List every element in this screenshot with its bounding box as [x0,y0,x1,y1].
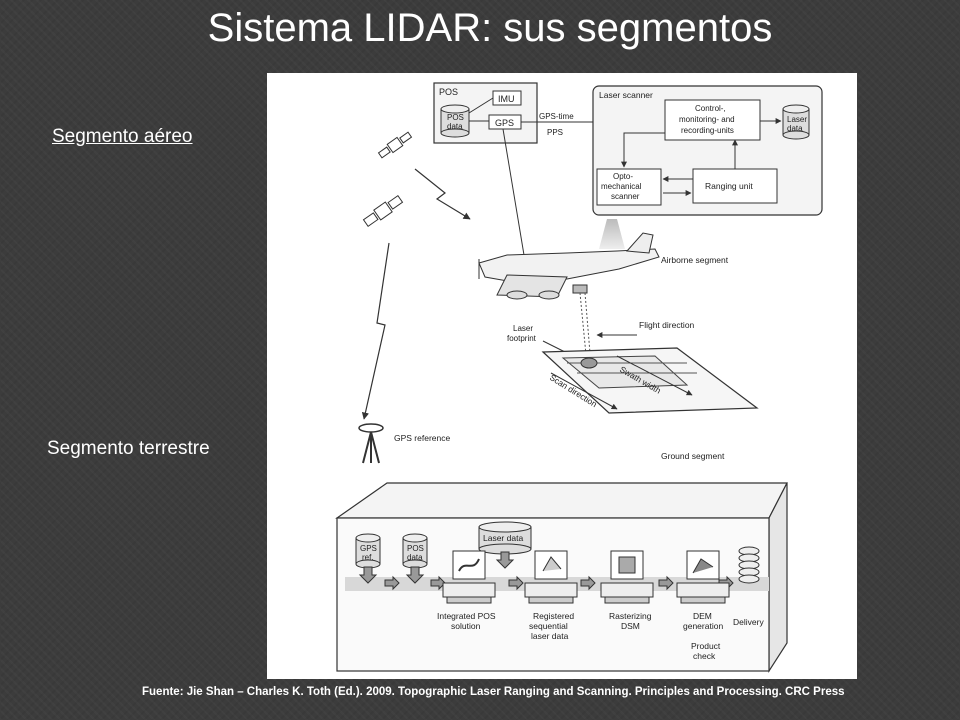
slide-title: Sistema LIDAR: sus segmentos [207,6,773,50]
ground-pos-data-cylinder [402,533,428,569]
workstation-icon [676,550,730,604]
ground-laser-data-label: Laser data [483,533,523,543]
ranging-unit-label: Ranging unit [705,181,753,191]
imu-label: IMU [498,94,515,104]
step-label-2-line-3: laser data [531,631,569,641]
ground-segment-label: Segmento terrestre [47,438,210,459]
pos-data-label-2: data [447,122,463,131]
swath-width-arrow [616,355,693,396]
workstation-icon [600,550,654,604]
delivery-label: Delivery [733,617,764,627]
opto-scanner-label-3: scanner [611,192,640,201]
flight-direction-label: Flight direction [639,320,695,330]
opto-scanner-label-1: Opto- [613,172,633,181]
pos-to-aircraft-link [502,128,526,262]
step-label-3-line-2: DSM [621,621,640,631]
workstation-icon [524,550,578,604]
gps-ref-label-2: ref. [362,553,374,562]
gps-ref-label-1: GPS [360,544,377,553]
control-units-label-3: recording-units [681,126,734,135]
step-label-2-line-1: Registered [533,611,574,621]
lidar-system-figure: POS IMU GPS POS data GPS-time PPS Laser … [267,73,857,679]
ground-laser-data-cylinder [478,521,532,555]
laser-footprint-label-1: Laser [513,324,533,333]
gps-reference-icon [358,423,384,464]
control-units-box [664,99,761,141]
laser-footprint-label-2: footprint [507,334,537,343]
step-label-1-line-2: solution [451,621,481,631]
lidar-diagram: POS IMU GPS POS data GPS-time PPS Laser … [335,82,823,674]
pos-data-label-1: POS [447,113,464,122]
gps-label: GPS [495,118,514,128]
step-label-3-line-1: Rasterizing [609,611,652,621]
step-label-1-line-1: Integrated POS [437,611,496,621]
satellite-icon [362,194,404,228]
laser-scanner-box: Laser scanner Control-, monitoring- and … [592,85,823,216]
ground-pos-data-label-2: data [407,553,423,562]
airborne-segment-label: Segmento aéreo [52,126,193,147]
delivery-disks-icon [738,546,760,584]
control-units-label-1: Control-, [695,104,726,113]
pos-data-cylinder [440,104,470,138]
gps-ref-cylinder [355,533,381,569]
ranging-unit-box [692,168,778,204]
step-label-4-line-2: generation [683,621,723,631]
satellite-signal-arrow [414,168,471,220]
aircraft-icon [478,232,660,300]
ground-swath [541,347,759,414]
scanner-beam [599,219,625,249]
product-check-label-1: Product [691,641,721,651]
gps-time-label-2: PPS [547,128,563,137]
satellite-icon [377,131,413,159]
airborne-segment-label: Airborne segment [661,255,729,265]
workstation-icon [442,550,496,604]
gps-time-label-1: GPS-time [539,112,574,121]
product-check-label-2: check [693,651,716,661]
pos-label: POS [439,87,458,97]
control-units-label-2: monitoring- and [679,115,735,124]
scan-direction-arrow [550,372,618,410]
laser-data-cylinder [782,104,810,140]
source-citation: Fuente: Jie Shan – Charles K. Toth (Ed.)… [142,686,845,698]
laser-data-label-1: Laser [787,115,807,124]
step-label-2-line-2: sequential [529,621,568,631]
gps-reference-label: GPS reference [394,433,450,443]
laser-data-label-2: data [787,124,803,133]
ground-pos-data-label-1: POS [407,544,424,553]
laser-scanner-label: Laser scanner [599,90,653,100]
ground-segment-label: Ground segment [661,451,725,461]
opto-scanner-label-2: mechanical [601,182,642,191]
pos-box: POS IMU GPS POS data [433,82,538,144]
step-label-4-line-1: DEM [693,611,712,621]
satellite-ground-signal-arrow [361,242,390,420]
opto-scanner-box [596,168,662,206]
